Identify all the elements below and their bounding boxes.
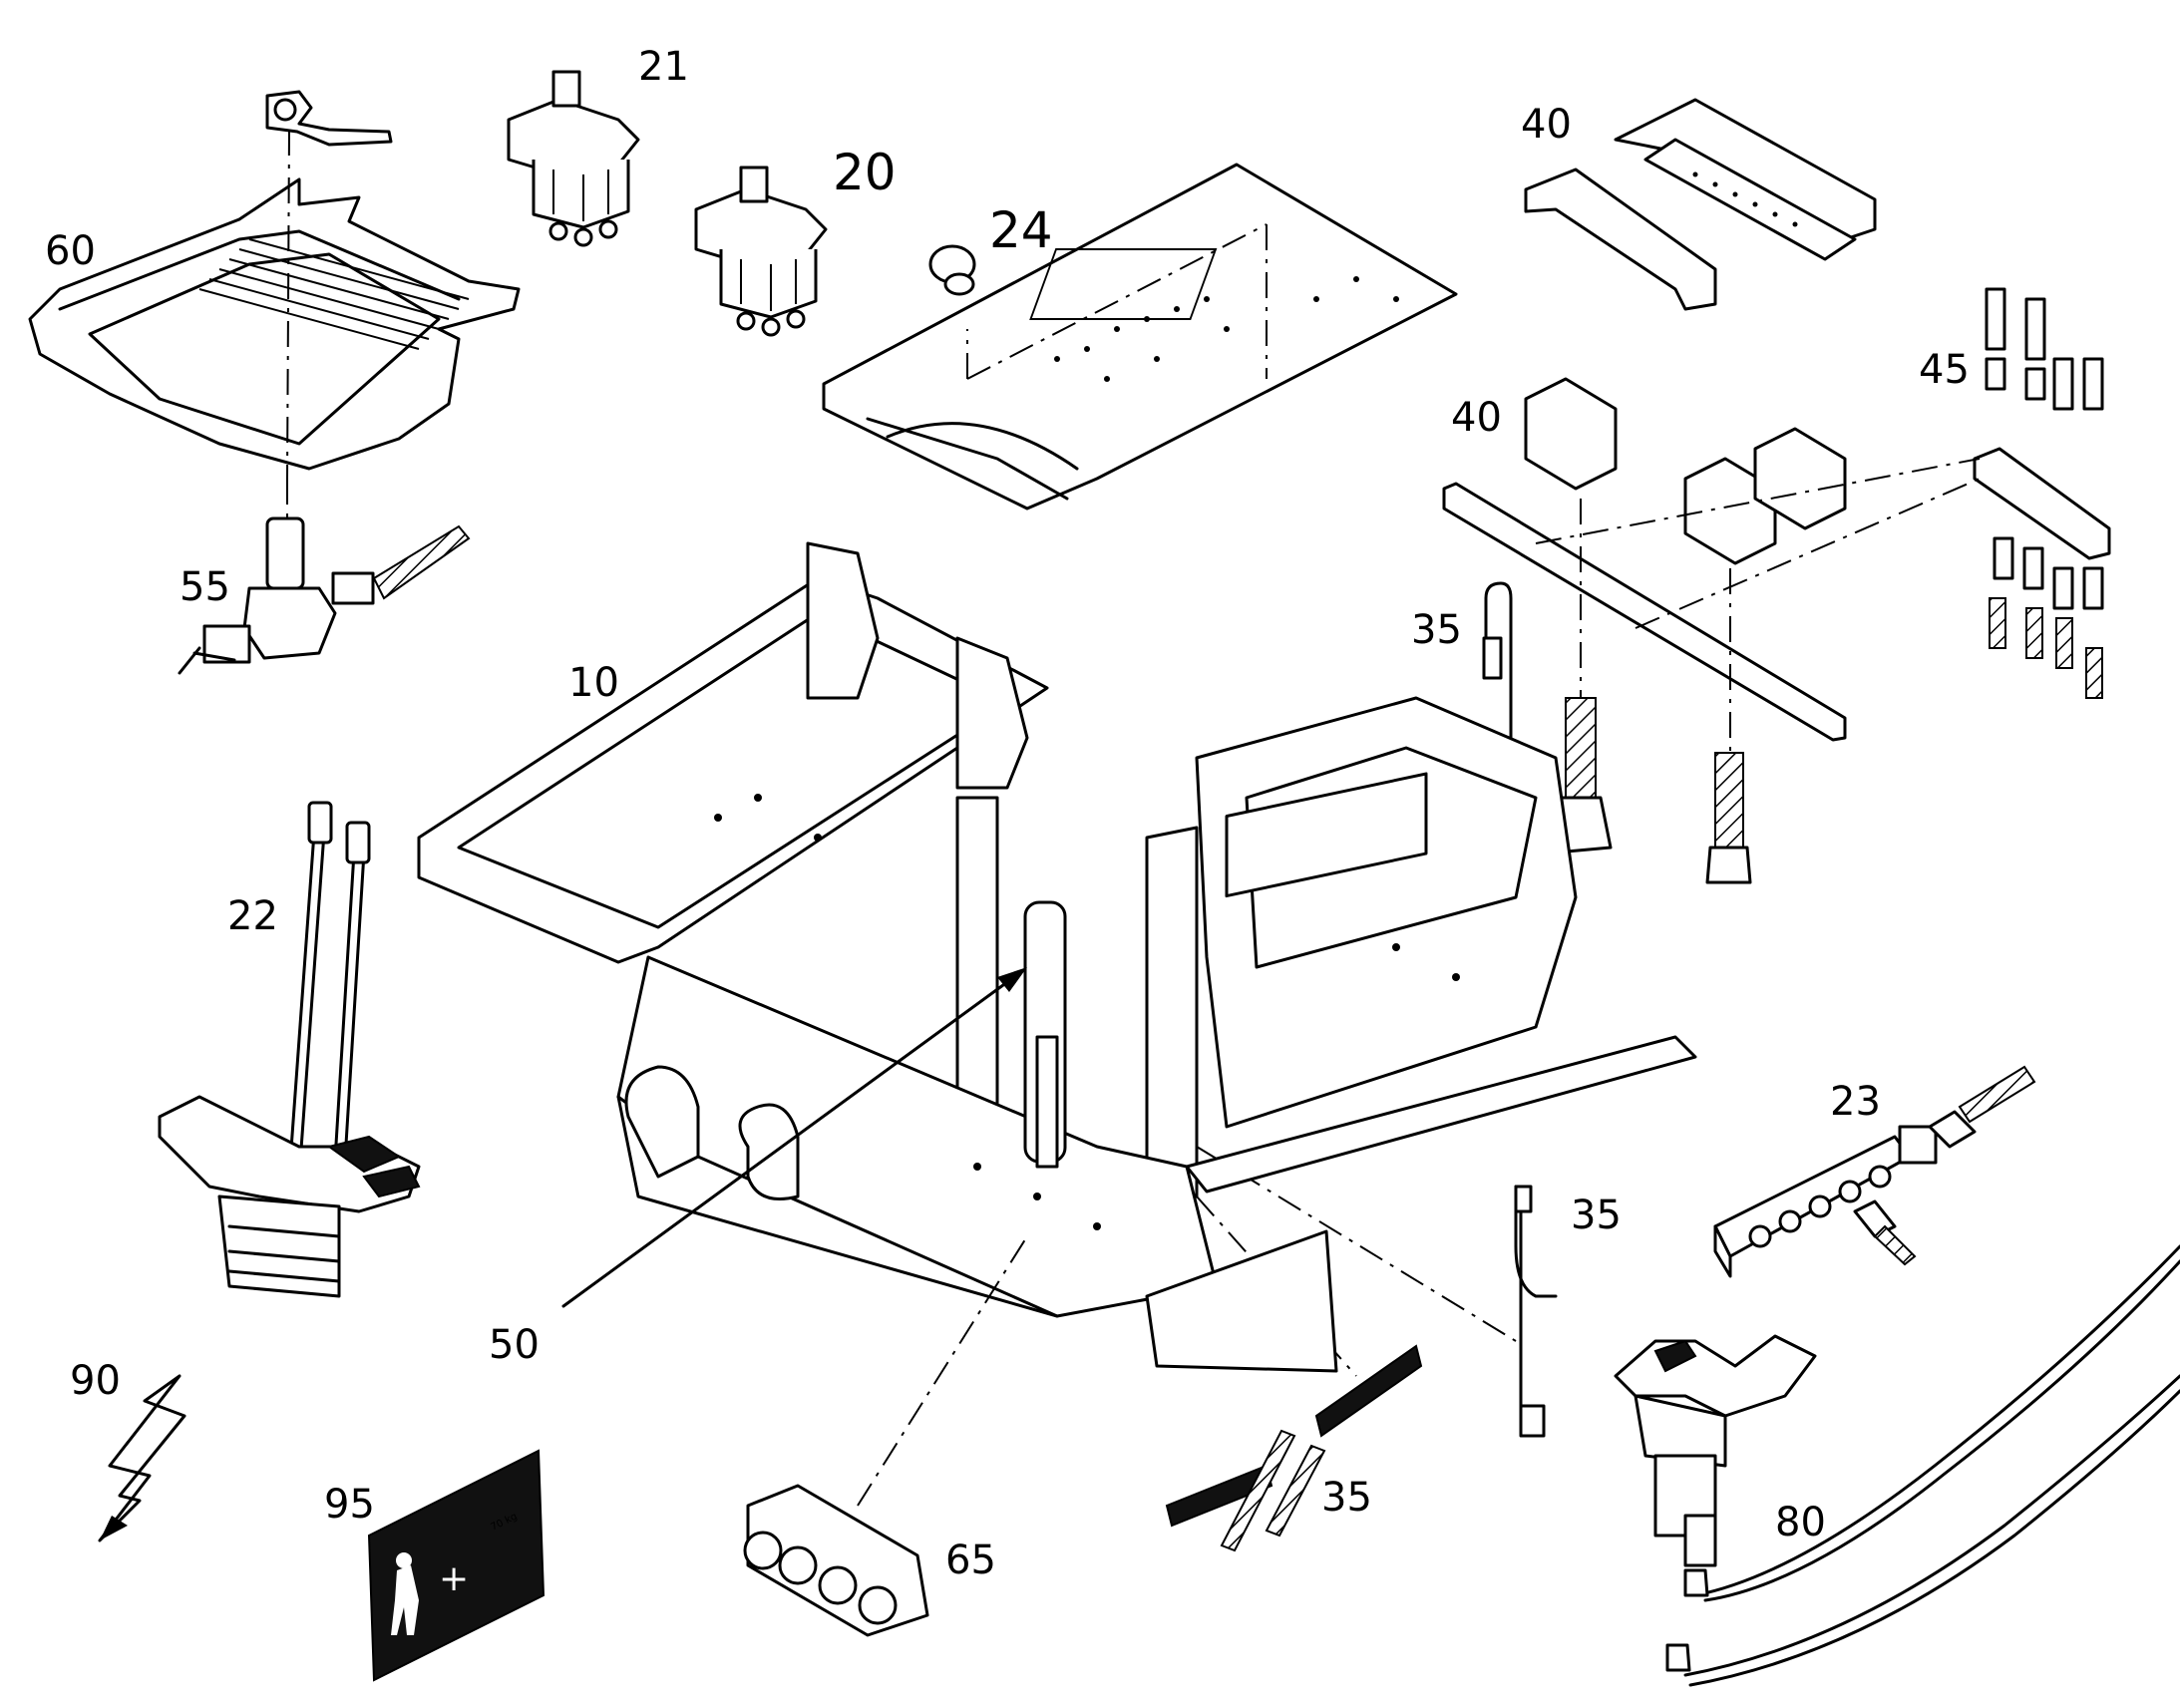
part-22-control-levers <box>158 801 421 1298</box>
callouts: 60 21 20 24 40 40 45 55 10 35 22 23 35 5… <box>45 44 1970 1583</box>
decal-plus-sign: + <box>439 1558 469 1599</box>
callout-35-upper: 35 <box>1411 607 1462 653</box>
part-35-stripe-decals <box>1165 1196 1423 1552</box>
callout-65: 65 <box>945 1537 996 1583</box>
part-45-fitting-bracket <box>1535 287 2111 699</box>
part-50-leader <box>561 967 1027 1308</box>
part-95-load-decal: + 70 kg <box>367 1229 545 1682</box>
callout-20: 20 <box>833 144 897 201</box>
part-55-valve <box>178 479 471 675</box>
part-40-clamp-bar <box>1442 377 1847 884</box>
callout-35-lower: 35 <box>1321 1475 1372 1521</box>
callout-35-right: 35 <box>1571 1193 1622 1238</box>
callout-40-top: 40 <box>1521 102 1572 148</box>
part-80-pedal-valve <box>1614 1244 2180 1687</box>
callout-55: 55 <box>180 564 230 610</box>
part-23-distributor-block <box>1713 1065 2036 1278</box>
callout-22: 22 <box>227 893 278 939</box>
callout-80: 80 <box>1775 1500 1826 1545</box>
callout-45: 45 <box>1919 347 1970 393</box>
part-65-switch-panel <box>743 1235 1028 1637</box>
part-90-lightning-icon <box>98 1374 186 1542</box>
callout-10: 10 <box>568 660 619 706</box>
callout-24: 24 <box>989 201 1053 259</box>
part-24-floor-plate <box>822 163 1458 511</box>
callout-40-middle: 40 <box>1451 395 1502 441</box>
callout-60: 60 <box>45 228 96 274</box>
callout-23: 23 <box>1830 1079 1881 1125</box>
part-20-pilot-valve <box>694 166 828 337</box>
callout-21: 21 <box>638 44 689 90</box>
part-60-floor-mat <box>28 90 521 480</box>
part-21-pilot-valve <box>507 70 640 247</box>
part-10-main-frame <box>417 541 1697 1373</box>
callout-50: 50 <box>489 1322 540 1368</box>
callout-90: 90 <box>70 1358 121 1404</box>
callout-95: 95 <box>324 1482 375 1528</box>
part-40-clamp-top <box>1524 98 1877 311</box>
